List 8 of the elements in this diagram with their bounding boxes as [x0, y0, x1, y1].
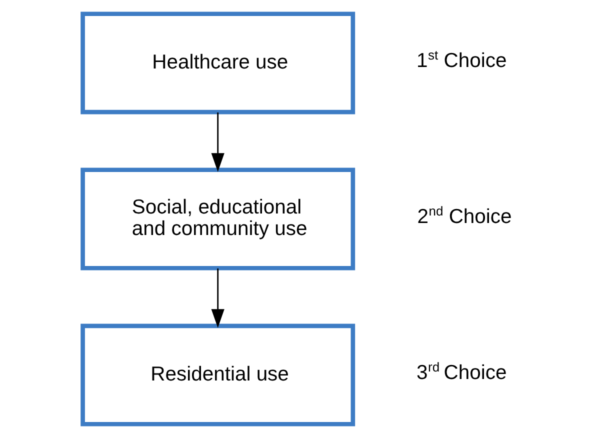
node-box: Residential use	[80, 324, 356, 426]
node-label: 3$^{rd}$ Choice	[416, 359, 507, 384]
node-label: 1$^{st}$ Choice	[416, 47, 507, 72]
node-box: Social, educational and community use	[80, 168, 356, 270]
arrow	[211, 112, 224, 172]
node-label: 2$^{nd}$ Choice	[417, 203, 512, 228]
node-box: Healthcare use	[80, 12, 356, 114]
arrow	[211, 268, 224, 328]
